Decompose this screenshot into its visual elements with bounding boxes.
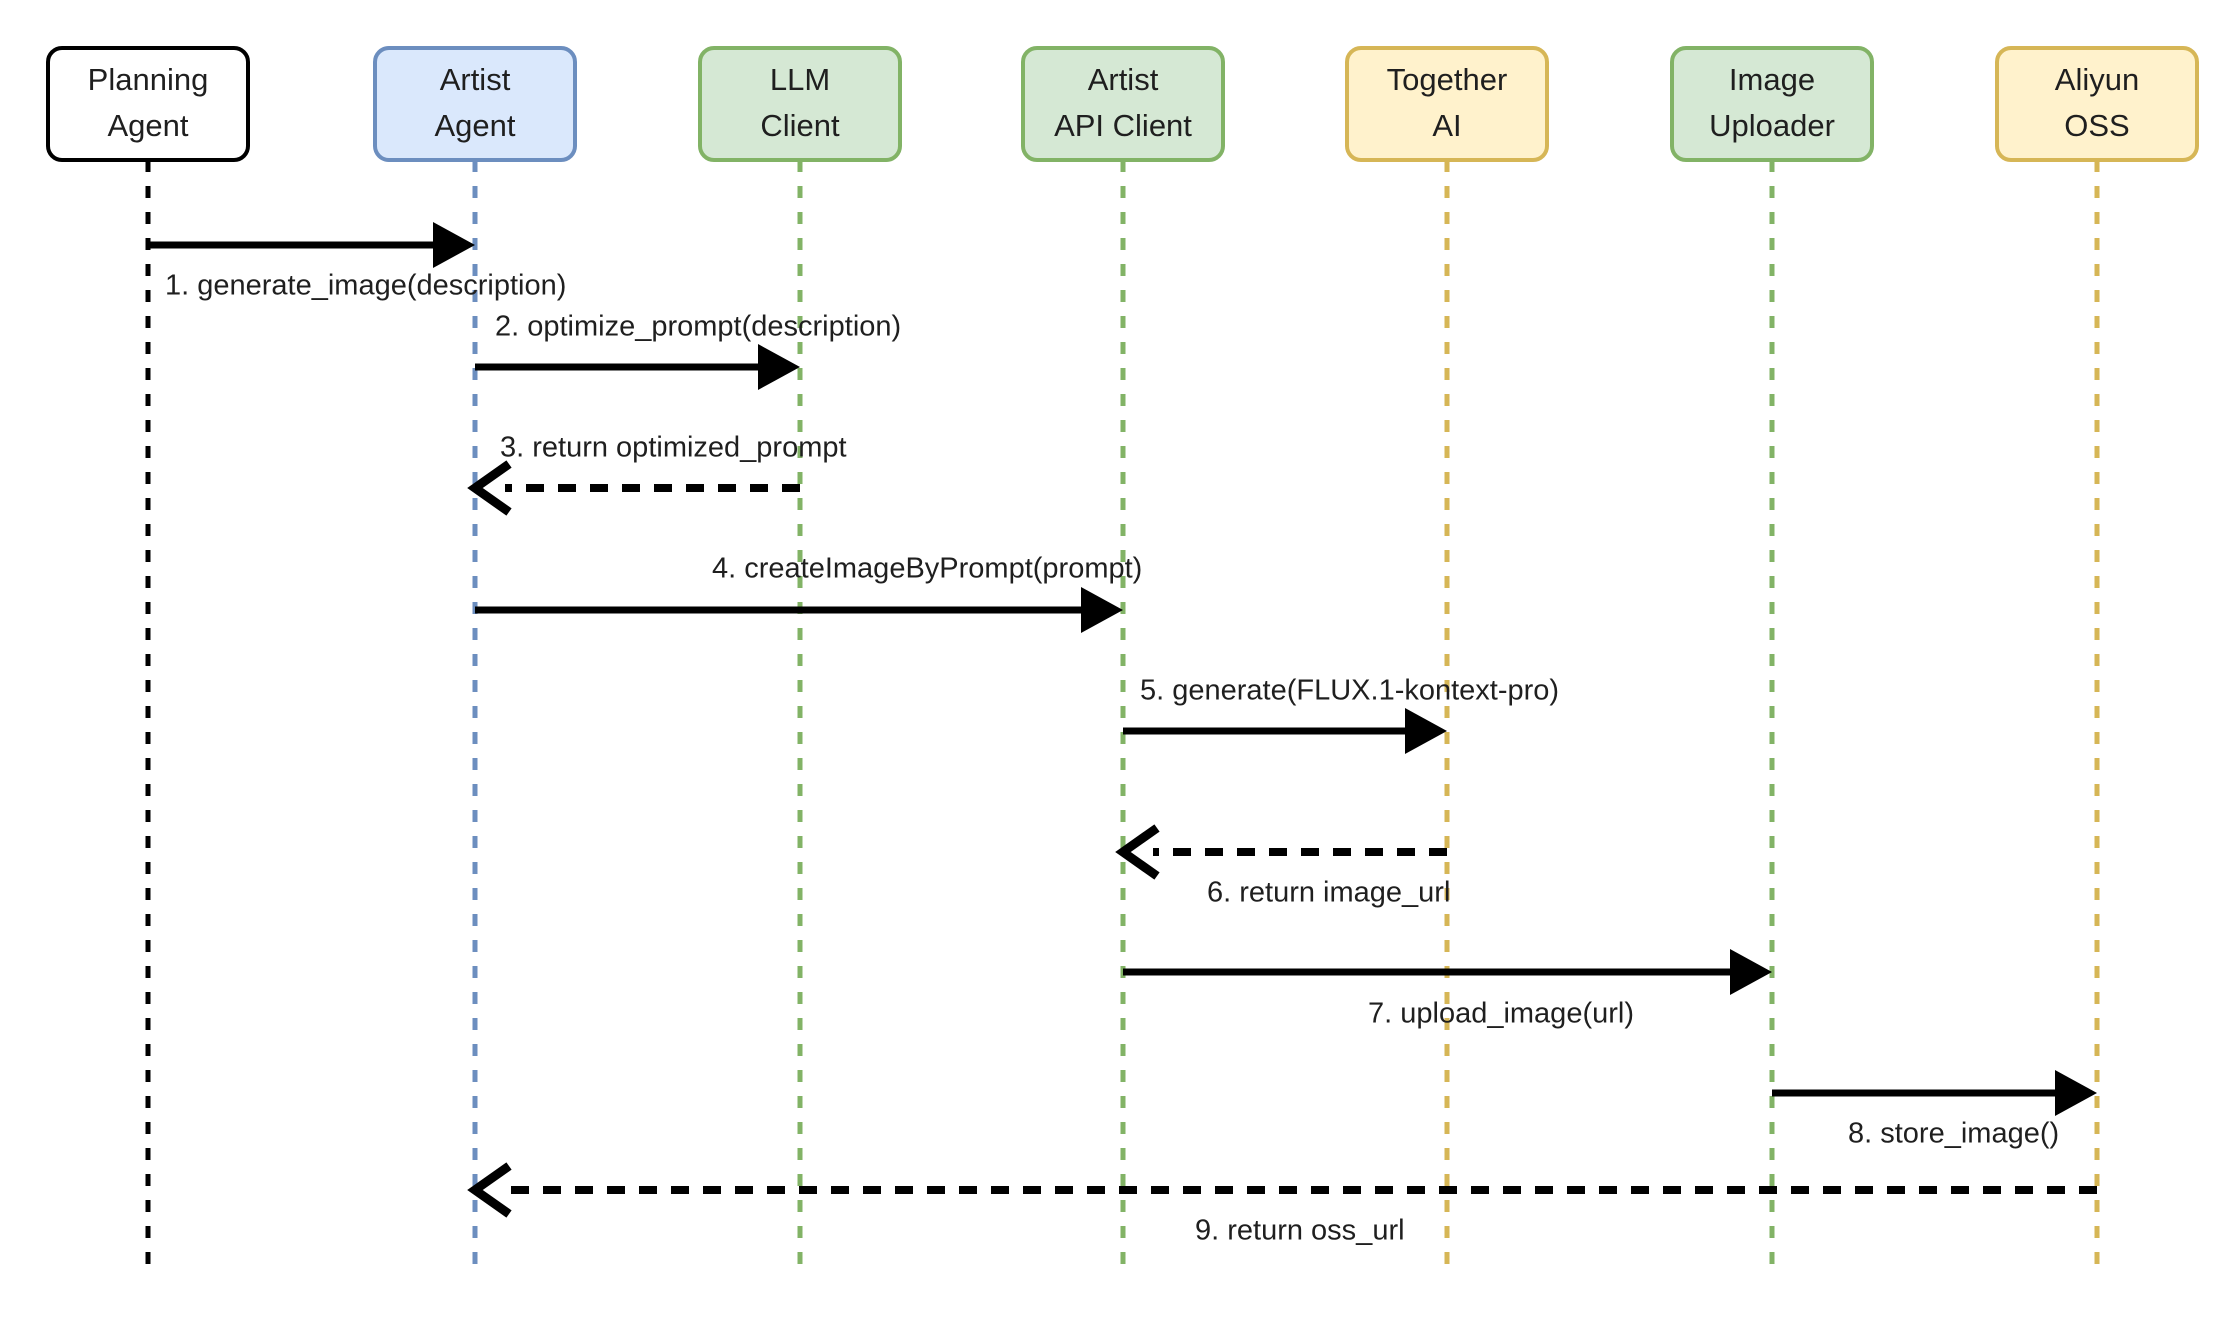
message-4[interactable]: 4. createImageByPrompt(prompt) — [475, 553, 1142, 633]
message-9[interactable]: 9. return oss_url — [467, 1162, 2097, 1247]
participant-label-line1-planning-agent: Planning — [88, 62, 209, 97]
participant-box-together-ai — [1345, 46, 1549, 162]
messages-layer: 1. generate_image(description) 2. optimiz… — [148, 222, 2097, 1247]
message-arrowhead-5 — [1405, 708, 1447, 754]
message-label-5: 5. generate(FLUX.1-kontext-pro) — [1140, 675, 1559, 707]
lifelines-layer — [145, 160, 2100, 1275]
participant-label-line2-artist-agent: Agent — [434, 108, 515, 143]
participant-llm-client[interactable]: LLM Client — [698, 46, 902, 162]
participant-box-image-uploader — [1670, 46, 1874, 162]
participant-label-line2-aliyun-oss: OSS — [2064, 108, 2129, 143]
message-arrowhead-9 — [467, 1162, 512, 1218]
participant-box-artist-agent — [373, 46, 577, 162]
message-6[interactable]: 6. return image_url — [1115, 824, 1450, 909]
participant-box-aliyun-oss — [1995, 46, 2199, 162]
participant-label-line1-artist-api-client: Artist — [1088, 62, 1159, 97]
message-arrowhead-8 — [2055, 1070, 2097, 1116]
message-1[interactable]: 1. generate_image(description) — [148, 222, 566, 302]
participant-box-llm-client — [698, 46, 902, 162]
message-label-7: 7. upload_image(url) — [1368, 998, 1634, 1030]
participant-label-line2-together-ai: AI — [1432, 108, 1461, 143]
participant-label-line1-aliyun-oss: Aliyun — [2055, 62, 2139, 97]
participant-label-line2-planning-agent: Agent — [107, 108, 188, 143]
message-arrowhead-7 — [1730, 949, 1772, 995]
message-5[interactable]: 5. generate(FLUX.1-kontext-pro) — [1123, 675, 1559, 754]
message-label-6: 6. return image_url — [1207, 877, 1450, 909]
message-2[interactable]: 2. optimize_prompt(description) — [475, 311, 901, 390]
message-arrowhead-1 — [433, 222, 475, 268]
message-7[interactable]: 7. upload_image(url) — [1123, 949, 1772, 1030]
participant-label-line1-artist-agent: Artist — [440, 62, 511, 97]
message-label-3: 3. return optimized_prompt — [500, 432, 847, 464]
participant-label-line2-artist-api-client: API Client — [1054, 108, 1192, 143]
message-label-1: 1. generate_image(description) — [165, 270, 566, 302]
message-label-2: 2. optimize_prompt(description) — [495, 311, 901, 343]
message-label-9: 9. return oss_url — [1195, 1215, 1405, 1247]
message-label-8: 8. store_image() — [1848, 1118, 2059, 1150]
message-label-4: 4. createImageByPrompt(prompt) — [712, 553, 1142, 585]
participant-label-line2-llm-client: Client — [760, 108, 840, 143]
message-arrowhead-4 — [1081, 587, 1123, 633]
participant-label-line1-llm-client: LLM — [770, 62, 830, 97]
message-arrowhead-3 — [467, 460, 512, 516]
participants-layer: PlanningAgentArtistAgentLLMClientArtistA… — [46, 46, 2199, 162]
message-8[interactable]: 8. store_image() — [1772, 1070, 2097, 1150]
participant-box-artist-api-client — [1021, 46, 1225, 162]
message-arrowhead-6 — [1115, 824, 1160, 880]
message-3[interactable]: 3. return optimized_prompt — [467, 432, 847, 516]
participant-label-line1-image-uploader: Image — [1729, 62, 1815, 97]
participant-label-line1-together-ai: Together — [1387, 62, 1508, 97]
message-arrowhead-2 — [758, 344, 800, 390]
participant-box-planning-agent — [46, 46, 250, 162]
participant-label-line2-image-uploader: Uploader — [1709, 108, 1835, 143]
